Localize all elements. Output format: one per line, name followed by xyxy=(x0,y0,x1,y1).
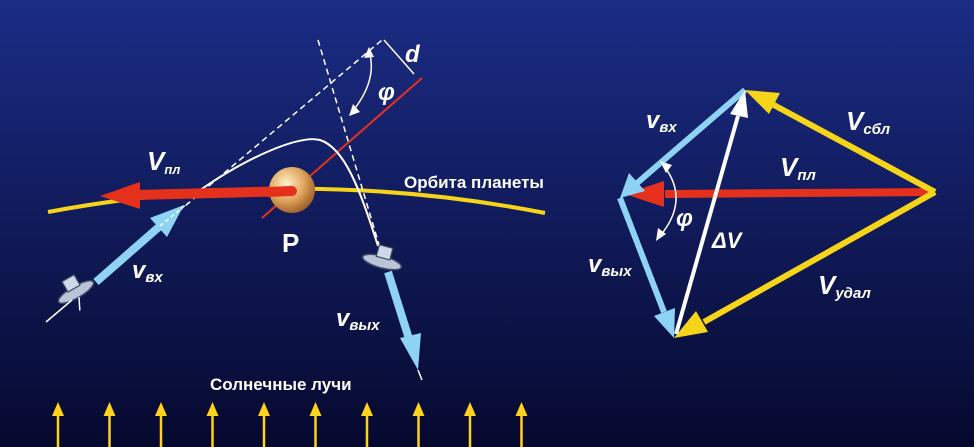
sun-rays-label: Солнечные лучи xyxy=(210,375,352,394)
incoming-velocity-arrow xyxy=(93,222,163,286)
distance-d-marker xyxy=(383,39,415,75)
spacecraft-icon xyxy=(361,243,403,271)
arc-arrowhead-bottom xyxy=(349,104,360,116)
sun-ray-arrow-icon xyxy=(361,402,373,447)
right-arc-arrowhead-top xyxy=(660,161,672,173)
incoming-velocity-label: vвх xyxy=(132,257,163,286)
incoming-trail xyxy=(45,299,73,323)
delta-v-vector xyxy=(674,115,740,335)
distance-d-label: d xyxy=(405,41,421,68)
spacecraft-icon xyxy=(57,273,95,311)
outgoing-velocity-label: vвых xyxy=(336,305,380,334)
outgoing-velocity-arrow xyxy=(384,270,414,344)
sun-ray-arrow-icon xyxy=(155,402,167,447)
sun-rays xyxy=(52,402,528,447)
svg-text:vвых: vвых xyxy=(588,251,632,280)
planet-velocity-arrow-overlay xyxy=(263,186,297,197)
planet-label: P xyxy=(282,228,299,258)
right-angle-label: φ xyxy=(676,205,693,232)
planet-velocity-vector-arrowhead xyxy=(625,181,664,207)
approach-velocity-label: Vсбл xyxy=(846,106,891,138)
right-planet-velocity-label: Vпл xyxy=(780,152,817,184)
outgoing-velocity-arrowhead xyxy=(400,333,421,370)
outgoing-asymptote-dashed xyxy=(317,39,381,249)
deflection-angle-label: φ xyxy=(378,79,395,106)
sun-ray-arrow-icon xyxy=(206,402,219,447)
planet-velocity-label: Vпл xyxy=(147,146,180,177)
right-incoming-velocity-label: vвх xyxy=(646,107,677,136)
arc-arrowhead-top xyxy=(364,47,374,58)
outgoing-velocity-vector xyxy=(617,196,667,314)
svg-text:Vпл: Vпл xyxy=(147,146,180,177)
incoming-velocity-vector-arrowhead xyxy=(620,173,645,198)
planet-velocity-vector xyxy=(664,188,936,198)
outgoing-trail xyxy=(417,369,423,381)
svg-text:vвх: vвх xyxy=(646,107,677,136)
approach-velocity-arrowhead xyxy=(745,90,780,114)
recede-velocity-arrowhead xyxy=(674,311,708,338)
svg-text:Vсбл: Vсбл xyxy=(846,106,891,138)
sun-ray-arrow-icon xyxy=(258,402,270,447)
svg-text:Vудал: Vудал xyxy=(818,270,871,302)
sun-ray-arrow-icon xyxy=(515,402,528,447)
planet-velocity-arrowhead xyxy=(100,182,140,209)
outgoing-velocity-vector-arrowhead xyxy=(654,308,675,338)
svg-text:vвх: vвх xyxy=(132,257,163,286)
delta-v-arrowhead xyxy=(730,90,748,118)
approach-velocity-vector xyxy=(770,101,937,195)
sun-ray-arrow-icon xyxy=(52,402,64,447)
recede-velocity-vector xyxy=(702,189,937,325)
incoming-approach-dashes xyxy=(159,202,189,227)
svg-text:vвых: vвых xyxy=(336,305,380,334)
sun-ray-arrow-icon xyxy=(309,402,322,447)
right-angle-arc xyxy=(659,165,677,237)
sun-ray-arrow-icon xyxy=(464,402,476,447)
spacecraft-trajectory xyxy=(195,138,379,247)
delta-v-label: ΔV xyxy=(711,228,744,253)
right-outgoing-velocity-label: vвых xyxy=(588,251,632,280)
right-arc-arrowhead-bottom xyxy=(656,228,666,241)
sun-ray-arrow-icon xyxy=(412,402,425,447)
orbit-label: Орбита планеты xyxy=(404,173,544,192)
recede-velocity-label: Vудал xyxy=(818,270,871,302)
incoming-velocity-vector xyxy=(634,87,747,187)
svg-text:Vпл: Vпл xyxy=(780,152,817,184)
sun-ray-arrow-icon xyxy=(103,402,116,447)
